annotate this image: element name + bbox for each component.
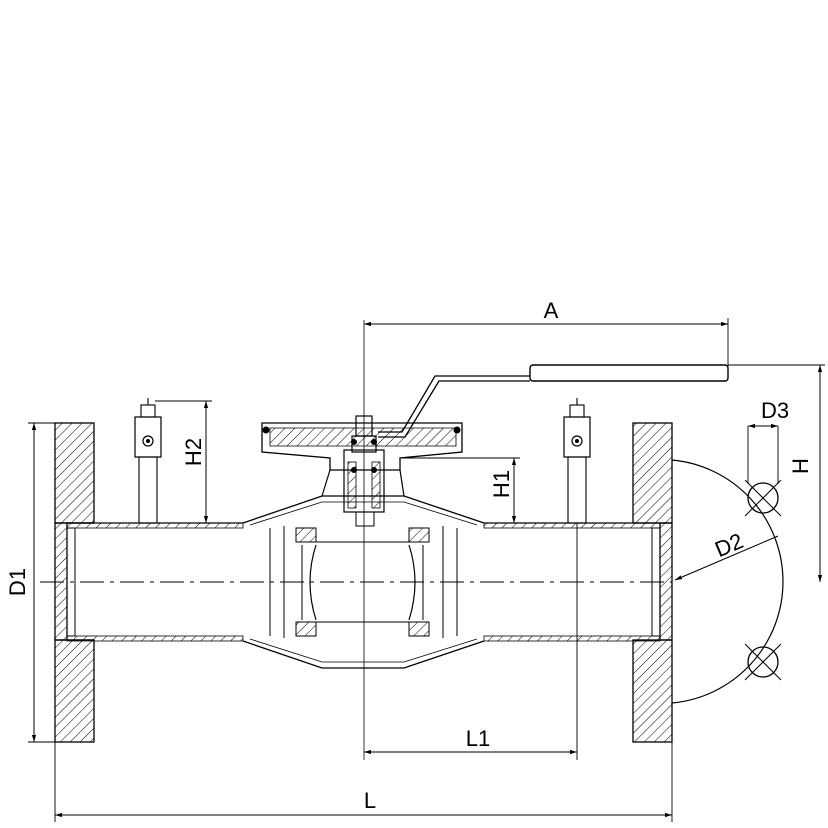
- label-l: L: [364, 788, 376, 813]
- lever-handle: [378, 364, 729, 438]
- label-d1: D1: [5, 568, 30, 596]
- label-d3: D3: [761, 398, 789, 423]
- dimension-l1: L1: [364, 523, 578, 760]
- dimension-d3: D3: [747, 398, 789, 484]
- dimension-l: L: [54, 742, 673, 822]
- label-d2: D2: [711, 528, 747, 562]
- label-l1: L1: [466, 726, 490, 751]
- dimension-h: H: [728, 364, 825, 582]
- left-test-port: [134, 398, 162, 524]
- dimension-d1: D1: [5, 422, 55, 743]
- label-h2: H2: [181, 438, 206, 466]
- dimension-d2: D2: [674, 528, 779, 581]
- pipe-body: [66, 495, 661, 669]
- centerlines: [40, 320, 672, 760]
- label-h1: H1: [489, 470, 514, 498]
- dimension-a: A: [364, 298, 729, 370]
- dimension-h2: H2: [155, 400, 212, 523]
- bolt-hole-upper: [747, 482, 779, 514]
- bolt-hole-lower: [747, 646, 779, 678]
- right-flange: [632, 422, 673, 743]
- stem-assembly: [261, 415, 463, 527]
- bolt-circle-view: [671, 459, 784, 704]
- dimension-h1: H1: [400, 457, 520, 523]
- right-test-port: [563, 398, 591, 524]
- label-h: H: [788, 458, 813, 474]
- label-a: A: [544, 298, 559, 323]
